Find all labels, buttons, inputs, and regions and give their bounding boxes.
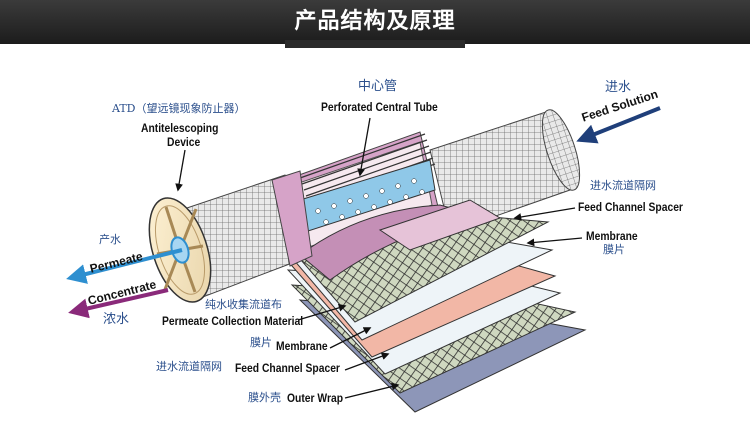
feed-solution-arrow	[576, 106, 661, 144]
wrap-label-cn: 膜外壳	[248, 391, 281, 404]
concentrate-arrow	[68, 288, 169, 319]
tube-label-en: Perforated Central Tube	[321, 100, 438, 114]
feed-label-cn: 进水	[605, 80, 632, 95]
spacer2-leader	[344, 352, 390, 371]
concentrate-label-cn: 浓水	[103, 312, 130, 327]
membrane1-label-en: Membrane	[586, 229, 638, 243]
spacer2-label-cn: 进水流道隔网	[156, 360, 222, 373]
collection-label-cn: 纯水收集流道布	[205, 298, 282, 311]
header-banner	[0, 0, 750, 44]
header-tab	[285, 40, 465, 48]
atd-label-cn: ATD（望远镜现象防止器）	[112, 102, 246, 115]
collection-label-en: Permeate Collection Material	[162, 314, 304, 328]
tube-leader	[357, 117, 371, 177]
membrane2-leader	[329, 327, 372, 349]
membrane1-label-cn: 膜片	[603, 243, 625, 256]
page-title: 产品结构及原理	[294, 9, 456, 34]
atd-leader	[175, 149, 186, 192]
permeate-arrow	[66, 248, 183, 284]
atd-label-en-1: Antitelescoping	[141, 121, 219, 135]
wrap-label-en: Outer Wrap	[287, 391, 344, 405]
spacer1-label-en: Feed Channel Spacer	[578, 200, 683, 214]
membrane2-label-cn: 膜片	[250, 336, 272, 349]
spacer1-label-cn: 进水流道隔网	[590, 179, 656, 192]
membrane1-leader	[526, 237, 583, 247]
membrane2-label-en: Membrane	[276, 339, 328, 353]
permeate-label-cn: 产水	[99, 233, 121, 246]
atd-label-en-2: Device	[167, 135, 201, 149]
spacer2-label-en: Feed Channel Spacer	[235, 361, 340, 375]
tube-label-cn: 中心管	[358, 79, 398, 94]
collection-leader	[297, 304, 347, 321]
wrap-leader	[344, 382, 400, 399]
spacer1-leader	[513, 207, 576, 221]
